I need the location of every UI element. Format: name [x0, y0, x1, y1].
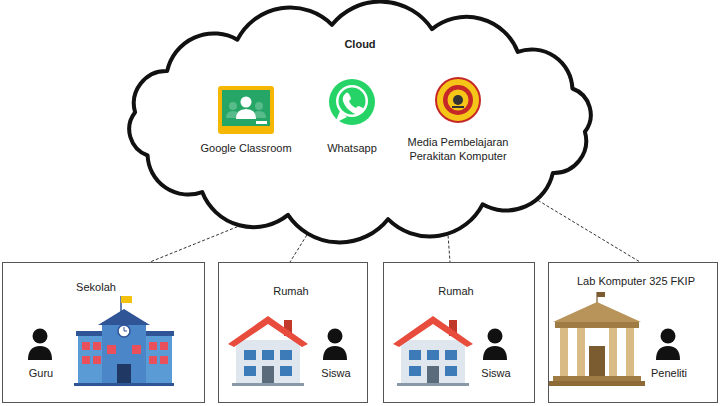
app-label: Google Classroom [200, 142, 291, 156]
role-label: Siswa [321, 367, 350, 380]
connector-line [448, 236, 450, 262]
school-building [74, 296, 174, 386]
node-title: Sekolah [76, 281, 116, 294]
location-box: Lab Komputer 325 FKIP Peneliti [548, 262, 718, 403]
lab-building [549, 292, 645, 386]
location-box: RumahSiswa [383, 262, 535, 403]
classroom-icon [218, 86, 274, 134]
person-icon [28, 329, 52, 361]
connector-line [538, 200, 640, 262]
node-title: Cloud [344, 38, 375, 51]
app-label: Media Pembelajaran Perakitan Komputer [397, 136, 519, 164]
node-title: Rumah [438, 285, 473, 298]
house-icon [228, 316, 308, 386]
connector-line [150, 227, 237, 262]
location-box: SekolahGuru [2, 262, 205, 403]
university-logo [436, 78, 480, 122]
connector-line [290, 235, 307, 262]
role-label: Siswa [481, 367, 510, 380]
app-label: Whatsapp [327, 142, 377, 156]
house-icon [393, 316, 473, 386]
node-title: Rumah [273, 285, 308, 298]
whatsapp-icon [329, 79, 375, 125]
cloud-shape: Cloud [110, 2, 610, 242]
person-icon [323, 329, 347, 361]
role-label: Peneliti [651, 367, 687, 380]
node-title: Lab Komputer 325 FKIP [577, 275, 695, 288]
role-label: Guru [29, 367, 53, 380]
person-icon [483, 329, 507, 361]
location-box: RumahSiswa [218, 262, 368, 403]
person-icon [656, 329, 680, 361]
